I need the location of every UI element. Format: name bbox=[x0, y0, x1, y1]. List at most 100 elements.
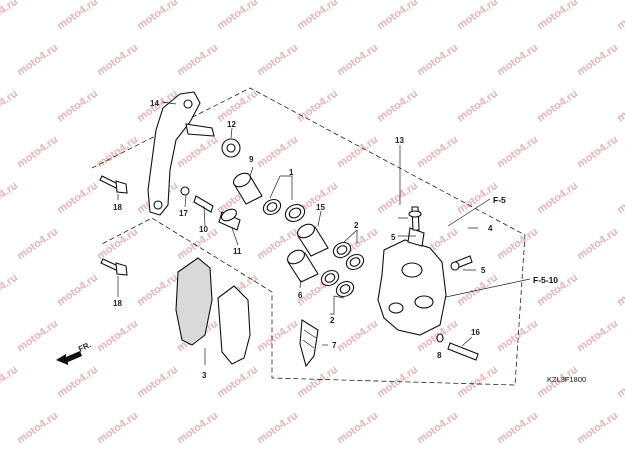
watermark-text: moto4.ru bbox=[95, 318, 140, 355]
callout-14: 14 bbox=[150, 99, 159, 108]
watermark-text: moto4.ru bbox=[575, 42, 620, 79]
piston-seal-set-lower bbox=[320, 241, 365, 298]
pad-spring bbox=[299, 319, 319, 368]
callout-16: 16 bbox=[471, 328, 480, 337]
caliper-bracket bbox=[147, 91, 215, 216]
diagram-code: KZL3F1800 bbox=[547, 375, 586, 384]
watermark-text: moto4.ru bbox=[375, 88, 420, 125]
watermark-text: moto4.ru bbox=[95, 410, 140, 447]
watermark-text: moto4.ru bbox=[15, 134, 60, 171]
callout-12: 12 bbox=[227, 120, 236, 129]
watermark-text: moto4.ru bbox=[135, 0, 180, 32]
callout-5-upper: 5 bbox=[391, 233, 396, 242]
watermark-text: moto4.ru bbox=[0, 88, 20, 125]
watermark-text: moto4.ru bbox=[415, 42, 460, 79]
watermark-text: moto4.ru bbox=[335, 42, 380, 79]
reference-f5-10: F-5-10 bbox=[533, 275, 558, 285]
watermark-text: moto4.ru bbox=[135, 364, 180, 401]
watermark-text: moto4.ru bbox=[375, 0, 420, 32]
brake-pads bbox=[175, 257, 251, 365]
callout-18-upper: 18 bbox=[113, 203, 122, 212]
watermark-text: moto4.ru bbox=[495, 134, 540, 171]
callout-3: 3 bbox=[202, 371, 207, 380]
watermark-text: moto4.ru bbox=[215, 0, 260, 32]
callout-4: 4 bbox=[488, 224, 493, 233]
watermark-text: moto4.ru bbox=[615, 0, 625, 32]
watermark-text: moto4.ru bbox=[175, 134, 220, 171]
watermark-text: moto4.ru bbox=[575, 226, 620, 263]
watermark-text: moto4.ru bbox=[495, 410, 540, 447]
assembly-boundary bbox=[91, 87, 526, 386]
watermark-text: moto4.ru bbox=[535, 0, 580, 32]
callout-2-lower: 2 bbox=[330, 316, 335, 325]
watermark-text: moto4.ru bbox=[215, 88, 260, 125]
watermark-text: moto4.ru bbox=[415, 134, 460, 171]
watermark-text: moto4.ru bbox=[295, 0, 340, 32]
callout-11: 11 bbox=[233, 247, 242, 256]
watermark-text: moto4.ru bbox=[0, 272, 20, 309]
watermark-text: moto4.ru bbox=[175, 42, 220, 79]
callout-9: 9 bbox=[249, 155, 254, 164]
callout-8: 8 bbox=[437, 351, 442, 360]
watermark-text: moto4.ru bbox=[335, 410, 380, 447]
watermark-text: moto4.ru bbox=[295, 364, 340, 401]
watermark-text: moto4.ru bbox=[335, 134, 380, 171]
watermark-text: moto4.ru bbox=[575, 134, 620, 171]
watermark-text: moto4.ru bbox=[55, 272, 100, 309]
watermark-text: moto4.ru bbox=[55, 364, 100, 401]
watermark-text: moto4.ru bbox=[495, 42, 540, 79]
watermark-text: moto4.ru bbox=[575, 410, 620, 447]
callout-6: 6 bbox=[298, 291, 303, 300]
slide-pins bbox=[180, 186, 241, 231]
callout-2-upper: 2 bbox=[354, 221, 359, 230]
watermark-text: moto4.ru bbox=[175, 410, 220, 447]
watermark-text: moto4.ru bbox=[135, 272, 180, 309]
watermark-text: moto4.ru bbox=[15, 410, 60, 447]
callout-labels: 1 2 2 3 4 5 5 6 7 8 9 10 11 12 13 14 15 … bbox=[113, 99, 493, 380]
callout-7: 7 bbox=[332, 341, 337, 350]
watermark-text: moto4.ru bbox=[535, 88, 580, 125]
callout-10: 10 bbox=[199, 225, 208, 234]
watermark-text: moto4.ru bbox=[455, 88, 500, 125]
mounting-bolts bbox=[99, 175, 128, 276]
watermark-text: moto4.ru bbox=[15, 42, 60, 79]
watermark-text: moto4.ru bbox=[175, 226, 220, 263]
callout-13: 13 bbox=[395, 136, 404, 145]
watermark-text: moto4.ru bbox=[535, 180, 580, 217]
watermark-text: moto4.ru bbox=[255, 42, 300, 79]
piston-pair bbox=[287, 223, 329, 283]
watermark-text: moto4.ru bbox=[255, 318, 300, 355]
watermark-text: moto4.ru bbox=[0, 364, 20, 401]
watermark-text: moto4.ru bbox=[95, 134, 140, 171]
watermark-text: moto4.ru bbox=[615, 364, 625, 401]
callout-1: 1 bbox=[289, 168, 294, 177]
callout-18-lower: 18 bbox=[113, 299, 122, 308]
caliper-piston bbox=[233, 172, 263, 205]
watermark-text: moto4.ru bbox=[255, 134, 300, 171]
watermark-text: moto4.ru bbox=[0, 180, 20, 217]
callout-17: 17 bbox=[179, 209, 188, 218]
reference-f5: F-5 bbox=[493, 195, 506, 205]
watermark-text: moto4.ru bbox=[95, 42, 140, 79]
watermark-text: moto4.ru bbox=[615, 180, 625, 217]
pin-boot bbox=[221, 138, 241, 158]
watermark-text: moto4.ru bbox=[455, 364, 500, 401]
direction-label: FR. bbox=[77, 340, 92, 354]
watermark-text: moto4.ru bbox=[55, 180, 100, 217]
watermark-text: moto4.ru bbox=[575, 318, 620, 355]
pad-pin bbox=[436, 333, 479, 361]
watermark-text: moto4.ru bbox=[55, 0, 100, 32]
watermark-text: moto4.ru bbox=[335, 318, 380, 355]
watermark-text: moto4.ru bbox=[295, 88, 340, 125]
watermark-text: moto4.ru bbox=[0, 0, 20, 32]
watermark-text: moto4.ru bbox=[615, 272, 625, 309]
leader-lines bbox=[117, 101, 531, 365]
piston-seal-set-upper bbox=[262, 198, 306, 223]
callout-15: 15 bbox=[316, 203, 325, 212]
caliper-body bbox=[377, 227, 447, 336]
front-direction-arrow-icon bbox=[56, 351, 82, 365]
watermark-text: moto4.ru bbox=[95, 226, 140, 263]
watermark-text: moto4.ru bbox=[455, 0, 500, 32]
